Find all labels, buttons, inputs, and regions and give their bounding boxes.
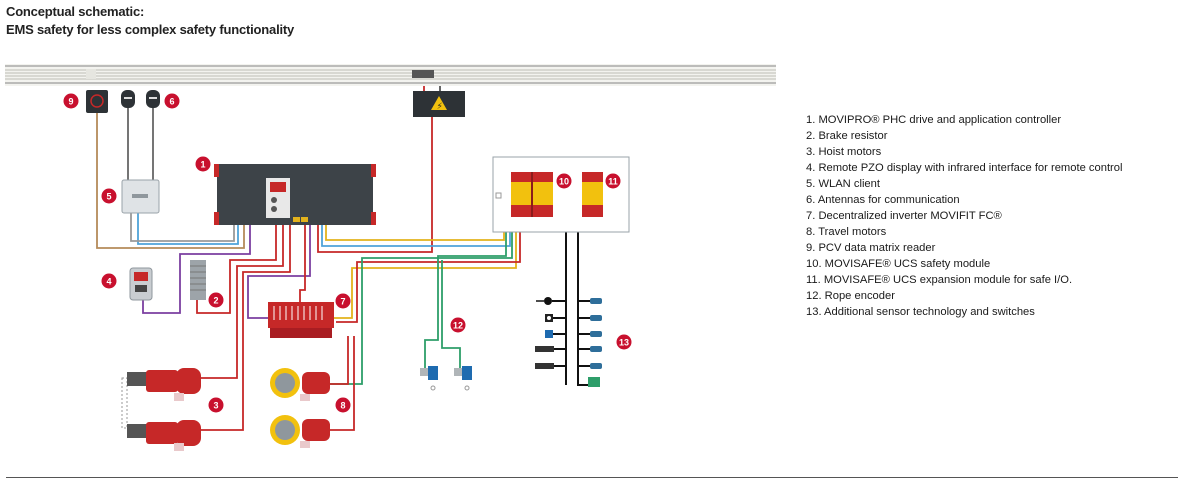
wlan-client [121, 179, 160, 214]
diagram-title: Conceptual schematic: [6, 4, 145, 19]
badge-8: 8 [335, 397, 351, 413]
badge-6: 6 [164, 93, 180, 109]
badge-4: 4 [101, 273, 117, 289]
svg-text:7: 7 [340, 297, 345, 307]
badge-3: 3 [208, 397, 224, 413]
legend-item: 9. PCV data matrix reader [806, 242, 936, 254]
svg-text:5: 5 [106, 192, 111, 202]
rope-encoders [420, 366, 472, 391]
badge-10: 10 [556, 173, 572, 189]
legend-item: 8. Travel motors [806, 226, 887, 238]
svg-text:4: 4 [106, 277, 111, 287]
power-supply-box: ⚡ [413, 91, 465, 117]
svg-text:12: 12 [453, 321, 463, 331]
bottom-divider [6, 477, 1178, 478]
travel-motors [270, 368, 330, 448]
legend-item: 6. Antennas for communication [806, 194, 960, 206]
badge-13: 13 [616, 334, 632, 350]
legend-item: 11. MOVISAFE® UCS expansion module for s… [806, 274, 1073, 286]
legend-item: 1. MOVIPRO® PHC drive and application co… [806, 114, 1062, 126]
movipro-controller [214, 164, 376, 225]
movisafe-ucs-safety-module [511, 172, 553, 217]
diagram-subtitle: EMS safety for less complex safety funct… [6, 22, 295, 37]
badge-11: 11 [605, 173, 621, 189]
badge-7: 7 [335, 293, 351, 309]
movisafe-ucs-expansion-module [582, 172, 603, 217]
brake-resistor [190, 260, 206, 300]
component-legend: 1. MOVIPRO® PHC drive and application co… [806, 112, 1123, 320]
legend-item: 7. Decentralized inverter MOVIFIT FC® [806, 210, 1002, 222]
svg-text:8: 8 [340, 401, 345, 411]
legend-item: 2. Brake resistor [806, 130, 888, 142]
schematic-diagram: ⚡ [5, 64, 776, 451]
warning-triangle-icon: ⚡ [437, 102, 443, 112]
sensors-and-switches [535, 297, 602, 387]
badge-2: 2 [208, 292, 224, 308]
legend-item: 4. Remote PZO display with infrared inte… [806, 162, 1123, 174]
svg-text:11: 11 [608, 177, 618, 187]
conductor-rail [5, 64, 776, 86]
pcv-data-matrix-reader [86, 90, 108, 113]
legend-item: 12. Rope encoder [806, 290, 895, 302]
legend-item: 10. MOVISAFE® UCS safety module [806, 258, 991, 270]
legend-item: 5. WLAN client [806, 178, 880, 190]
svg-text:3: 3 [213, 401, 218, 411]
movifit-inverter [268, 302, 334, 338]
svg-text:9: 9 [68, 97, 73, 107]
legend-item: 3. Hoist motors [806, 146, 882, 158]
svg-text:2: 2 [213, 296, 218, 306]
badge-12: 12 [450, 317, 466, 333]
remote-pzo-display [129, 267, 153, 301]
svg-text:10: 10 [559, 177, 569, 187]
svg-text:1: 1 [200, 160, 205, 170]
svg-text:13: 13 [619, 338, 629, 348]
badge-9: 9 [63, 93, 79, 109]
hoist-motors [121, 368, 201, 451]
legend-item: 13. Additional sensor technology and swi… [806, 306, 1035, 318]
safety-enclosure [492, 156, 630, 233]
antennas [121, 90, 160, 108]
svg-text:6: 6 [169, 97, 174, 107]
badge-1: 1 [195, 156, 211, 172]
badge-5: 5 [101, 188, 117, 204]
